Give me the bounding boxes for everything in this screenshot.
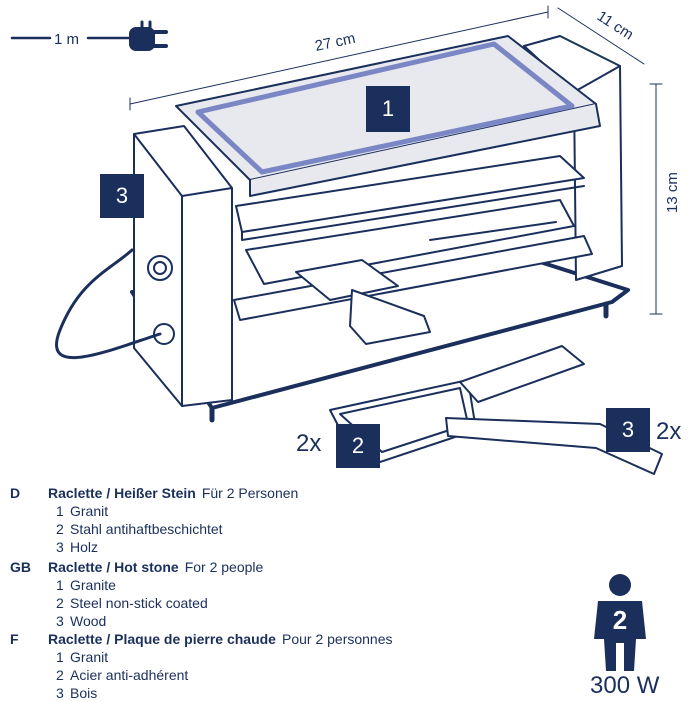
lang-code: D [10, 485, 21, 501]
pan-badge: 2 [336, 424, 380, 468]
height-label: 13 cm [664, 172, 681, 213]
lang-subtitle: Pour 2 personnes [281, 631, 393, 647]
plug-icon [129, 20, 168, 51]
control-knob [147, 255, 173, 281]
inner-pan-handle [295, 259, 399, 301]
spatula-multiplier: 2x [656, 418, 682, 445]
power-rating: 300 W [590, 672, 660, 699]
granite-badge: 1 [366, 86, 410, 132]
person-icon: 2 [588, 573, 668, 700]
cord-length-label: 1 m [54, 31, 79, 48]
lang-code: F [10, 631, 19, 647]
feet [209, 301, 609, 423]
person-count: 2 [613, 605, 627, 635]
pan-multiplier: 2x [296, 430, 322, 457]
spatula-badge: 3 [606, 408, 650, 452]
width-label: 27 cm [313, 30, 357, 55]
lower-rack [233, 235, 593, 321]
lang-block-d: D Raclette / Heißer Stein Für 2 Personen… [10, 484, 298, 556]
lang-title: Raclette / Heißer Stein [48, 485, 196, 501]
lang-code: GB [10, 559, 31, 575]
upper-rack [235, 155, 585, 233]
lang-title: Raclette / Hot stone [48, 559, 179, 575]
power-cord [55, 248, 162, 360]
depth-dimension-line [557, 7, 645, 65]
depth-label: 11 cm [594, 8, 637, 44]
cord-socket [153, 323, 175, 345]
lang-block-f: F Raclette / Plaque de pierre chaude Pou… [10, 630, 393, 702]
lang-subtitle: Für 2 Personen [201, 485, 299, 501]
raclette-illustration: 1 m 27 cm 11 cm 13 cm [10, 5, 681, 475]
width-dimension-line [129, 11, 549, 105]
wood-housing-badge: 3 [100, 174, 144, 218]
lang-subtitle: For 2 people [184, 559, 264, 575]
lang-title: Raclette / Plaque de pierre chaude [48, 631, 276, 647]
inner-pan [245, 199, 575, 285]
